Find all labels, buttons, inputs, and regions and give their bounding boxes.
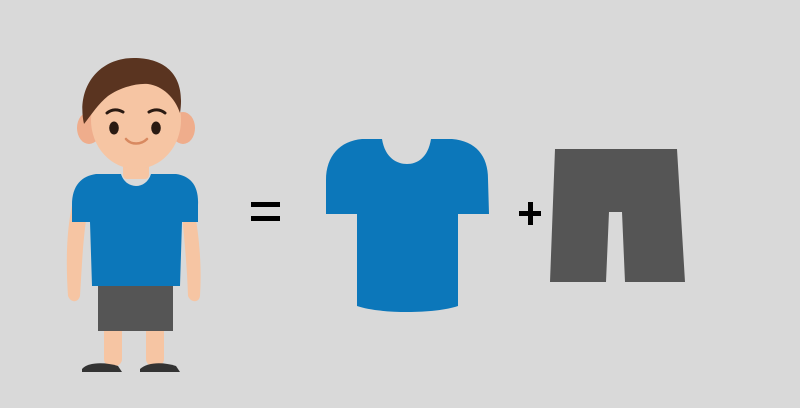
person-shirt: [72, 174, 199, 286]
left-arm: [66, 205, 88, 302]
right-eyebrow: [147, 108, 167, 115]
left-sandal: [82, 363, 122, 372]
person-shorts: [98, 282, 173, 331]
right-arm: [181, 205, 201, 302]
left-leg: [104, 320, 122, 366]
face: [91, 71, 181, 169]
mouth: [124, 137, 149, 145]
right-sandal: [140, 363, 180, 372]
hair: [82, 58, 182, 124]
left-eye: [109, 121, 119, 135]
right-eye: [151, 121, 161, 135]
right-leg: [146, 320, 164, 366]
left-eyebrow: [105, 108, 125, 115]
